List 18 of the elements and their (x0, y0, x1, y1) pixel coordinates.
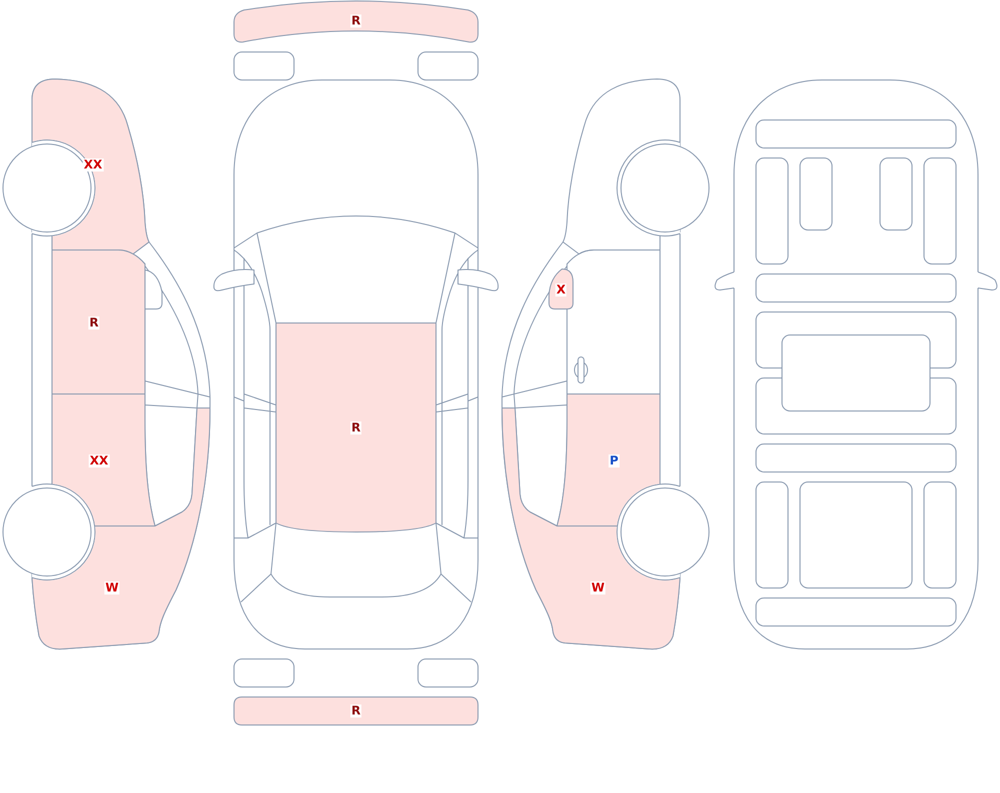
damage-code: X (555, 284, 567, 296)
bumper-panel (233, 696, 479, 726)
damage-code: R (88, 316, 100, 330)
door-panel (556, 393, 661, 527)
door-panel (51, 249, 146, 395)
damage-code: R (350, 704, 362, 718)
damage-code: W (104, 582, 120, 594)
damage-code: XX (82, 158, 104, 172)
fender-panel (31, 78, 150, 255)
mirror-panel (548, 268, 574, 310)
damage-code: R (350, 14, 362, 28)
damage-code: P (608, 454, 620, 468)
damage-code: R (350, 422, 362, 434)
roof-panel (275, 322, 437, 533)
door-panel (51, 393, 156, 527)
bumper-panel (233, 0, 479, 44)
damage-code: XX (88, 454, 110, 468)
damage-code: W (590, 582, 606, 594)
